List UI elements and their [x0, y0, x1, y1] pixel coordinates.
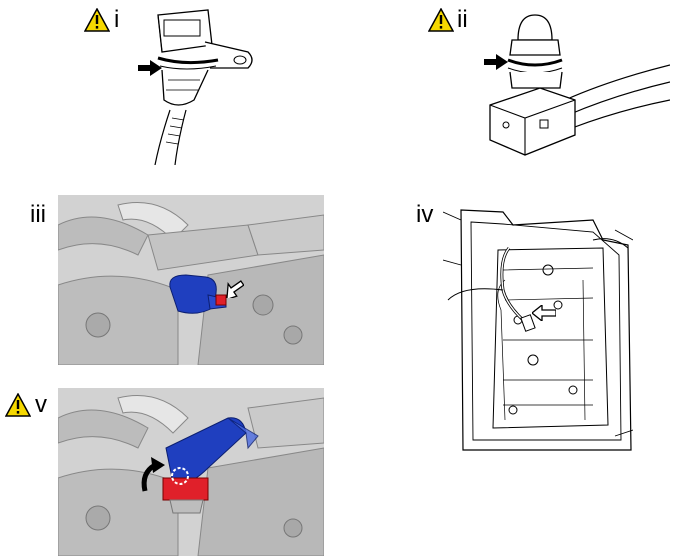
rotate-arrow-icon: [137, 455, 167, 493]
warning-triangle-icon: [428, 8, 454, 32]
pointer-arrow-icon: [138, 60, 162, 76]
sensor-drawing-ii: [480, 10, 670, 160]
pointer-arrow-icon: [484, 54, 508, 70]
valve-body-drawing-iv: [443, 200, 633, 460]
panel-label-ii: ii: [457, 6, 468, 33]
panel-label-iii: iii: [30, 201, 46, 228]
pointer-arrow-icon: [222, 278, 244, 298]
warning-triangle-icon: [84, 8, 110, 32]
engine-photo-iii: [58, 195, 324, 365]
panel-label-iv: iv: [416, 201, 434, 228]
panel-label-v: v: [35, 391, 47, 418]
panel-label-i: i: [114, 6, 120, 33]
pointer-arrow-icon: [532, 305, 556, 321]
sensor-drawing-i: [130, 0, 280, 165]
engine-photo-v: [58, 388, 324, 556]
warning-triangle-icon: [5, 393, 31, 417]
